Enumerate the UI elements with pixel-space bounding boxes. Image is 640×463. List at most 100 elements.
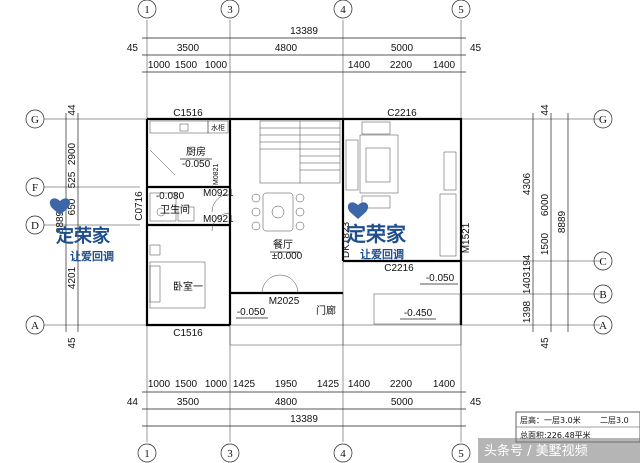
dim-bottom-sub-5: 1950 — [275, 379, 298, 390]
info-box: 层高：一层3.0米 二层3.0 总面积:226.48平米 — [515, 411, 640, 443]
top-dimensions: 13389 45 45 3500 4800 5000 1000 1500 100… — [127, 26, 482, 73]
door-m0921-b-label: M0921 — [203, 214, 234, 225]
dim-right-mid-2: 1500 — [540, 232, 551, 255]
dim-left-top: 44 — [67, 104, 78, 116]
dim-bottom-span-2: 4800 — [275, 397, 298, 408]
window-c0716-label: C0716 — [134, 191, 145, 221]
dim-bottom-sub-3: 1000 — [205, 379, 228, 390]
stairs — [259, 120, 341, 184]
axis-row-D-left: D — [31, 220, 39, 232]
dining-level: ±0.000 — [272, 251, 303, 262]
door-dk1823-label: DK1823 — [341, 221, 352, 258]
dim-left-seg-3: 650 — [67, 198, 78, 215]
axis-col-3-bottom: 3 — [227, 448, 233, 460]
info-total-area: 总面积:226.48平米 — [520, 430, 591, 440]
porch: M2025 门廊 -0.050 -0.450 — [236, 296, 436, 320]
dim-bottom-sub-2: 1500 — [175, 379, 198, 390]
dim-top-span-2: 4800 — [275, 43, 298, 54]
dim-left-seg-1: 2900 — [67, 142, 78, 165]
living-room: C2216 C2216 -0.050 DK1823 M1521 — [341, 108, 472, 285]
dim-bottom-sub-6: 1425 — [317, 379, 340, 390]
dim-top-edge-left: 45 — [127, 43, 139, 54]
porch-label: 门廊 — [316, 304, 336, 317]
kitchen-level: -0.050 — [182, 159, 211, 170]
dim-bottom-sub-7: 1400 — [348, 379, 371, 390]
axis-col-1-bottom: 1 — [144, 448, 150, 460]
dim-top-sub-5: 2200 — [390, 60, 413, 71]
axis-col-4-top: 4 — [340, 4, 346, 16]
heart-icon — [347, 202, 369, 219]
dim-bottom-edge-right: 45 — [470, 397, 482, 408]
kitchen-window: C1516 — [173, 108, 203, 119]
axis-row-G-left: G — [31, 114, 39, 126]
dim-left-seg-2: 525 — [67, 171, 78, 188]
axis-col-5-top: 5 — [458, 4, 464, 16]
dim-bottom-edge-left: 44 — [127, 397, 139, 408]
dim-right-big-3: 1403 — [522, 271, 533, 294]
porch-level-right: -0.450 — [404, 308, 433, 319]
axis-row-B-right: B — [599, 289, 606, 301]
watermark-left: 定荣家 让爱回调 — [49, 198, 114, 263]
water-heater-label: 水柜 — [211, 123, 225, 132]
walls — [145, 117, 463, 346]
window-bedroom-bottom-label: C1516 — [173, 328, 203, 339]
window-living-mid-label: C2216 — [384, 263, 414, 274]
dim-top-total: 13389 — [290, 26, 318, 37]
dim-top-sub-6: 1400 — [433, 60, 456, 71]
dim-bottom-span-3: 5000 — [391, 397, 414, 408]
dim-top-sub-3: 1000 — [205, 60, 228, 71]
info-floor-height: 层高：一层3.0米 — [520, 415, 581, 425]
axis-col-3-top: 3 — [227, 4, 233, 16]
dim-bottom-total: 13389 — [290, 414, 318, 425]
info-floor-height-2: 二层3.0 — [600, 416, 629, 425]
dim-top-edge-right: 45 — [470, 43, 482, 54]
dim-bottom-sub-1: 1000 — [148, 379, 171, 390]
dim-top-sub-1: 1000 — [148, 60, 171, 71]
dim-top-sub-4: 1400 — [348, 60, 371, 71]
watermark-brand-right: 定荣家 — [346, 222, 407, 246]
bottom-dimensions: 1000 1500 1000 1425 1950 1425 1400 2200 … — [127, 379, 482, 427]
credit-text: 头条号 / 美墅视频 — [484, 443, 588, 459]
dim-top-span-3: 5000 — [391, 43, 414, 54]
bath-level: -0.080 — [156, 191, 185, 202]
dim-right-big-4: 1398 — [522, 300, 533, 323]
bedroom-label: 卧室一 — [173, 280, 203, 293]
dim-right-big-2: 194 — [522, 254, 533, 271]
credit-overlay: 头条号 / 美墅视频 — [478, 438, 640, 463]
axis-row-G-right: G — [599, 114, 607, 126]
watermark-slogan-right: 让爱回调 — [360, 247, 404, 261]
axis-col-4-bottom: 4 — [340, 448, 346, 460]
heart-icon — [49, 198, 71, 215]
door-m0821-label: M0821 — [213, 163, 220, 185]
bathroom: 卫生间 -0.080 M0821 M0921 M0921 C0716 — [134, 163, 234, 232]
dim-right-top: 44 — [540, 104, 551, 116]
dining-room: 餐厅 ±0.000 — [251, 192, 305, 294]
row-axes: G F D A G C B A — [25, 109, 613, 335]
dim-top-sub-2: 1500 — [175, 60, 198, 71]
dim-bottom-sub-4: 1425 — [233, 379, 256, 390]
axis-row-A-right: A — [599, 320, 607, 332]
axis-row-A-left: A — [31, 320, 39, 332]
right-dimensions: 44 4306 194 1403 1398 6000 1500 8889 45 — [522, 104, 569, 349]
door-m2025-label: M2025 — [269, 296, 300, 307]
dim-left-seg-4: 4201 — [67, 266, 78, 289]
kitchen-label: 厨房 — [186, 145, 206, 158]
axis-col-5-bottom: 5 — [458, 448, 464, 460]
dim-left-bottom: 45 — [67, 337, 78, 349]
watermark-brand-left: 定荣家 — [56, 225, 111, 247]
watermark-slogan-left: 让爱回调 — [70, 249, 114, 263]
left-dimensions: 44 8889 2900 525 650 4201 45 — [55, 104, 79, 349]
door-m1521-label: M1521 — [461, 222, 472, 253]
living-level: -0.050 — [426, 273, 455, 284]
dim-right-mid-1: 6000 — [540, 193, 551, 216]
dining-label: 餐厅 — [273, 238, 293, 251]
dim-right-total: 8889 — [557, 210, 568, 233]
column-axes: 1 3 4 5 1 3 4 5 — [137, 0, 471, 463]
window-kitchen-top-label: C1516 — [173, 108, 203, 119]
dim-bottom-sub-9: 1400 — [433, 379, 456, 390]
dim-left-total: 8889 — [55, 210, 66, 233]
porch-level-left: -0.050 — [237, 307, 266, 318]
door-m0921-a-label: M0921 — [203, 188, 234, 199]
axis-col-1-top: 1 — [144, 4, 150, 16]
dim-top-span-1: 3500 — [177, 43, 200, 54]
